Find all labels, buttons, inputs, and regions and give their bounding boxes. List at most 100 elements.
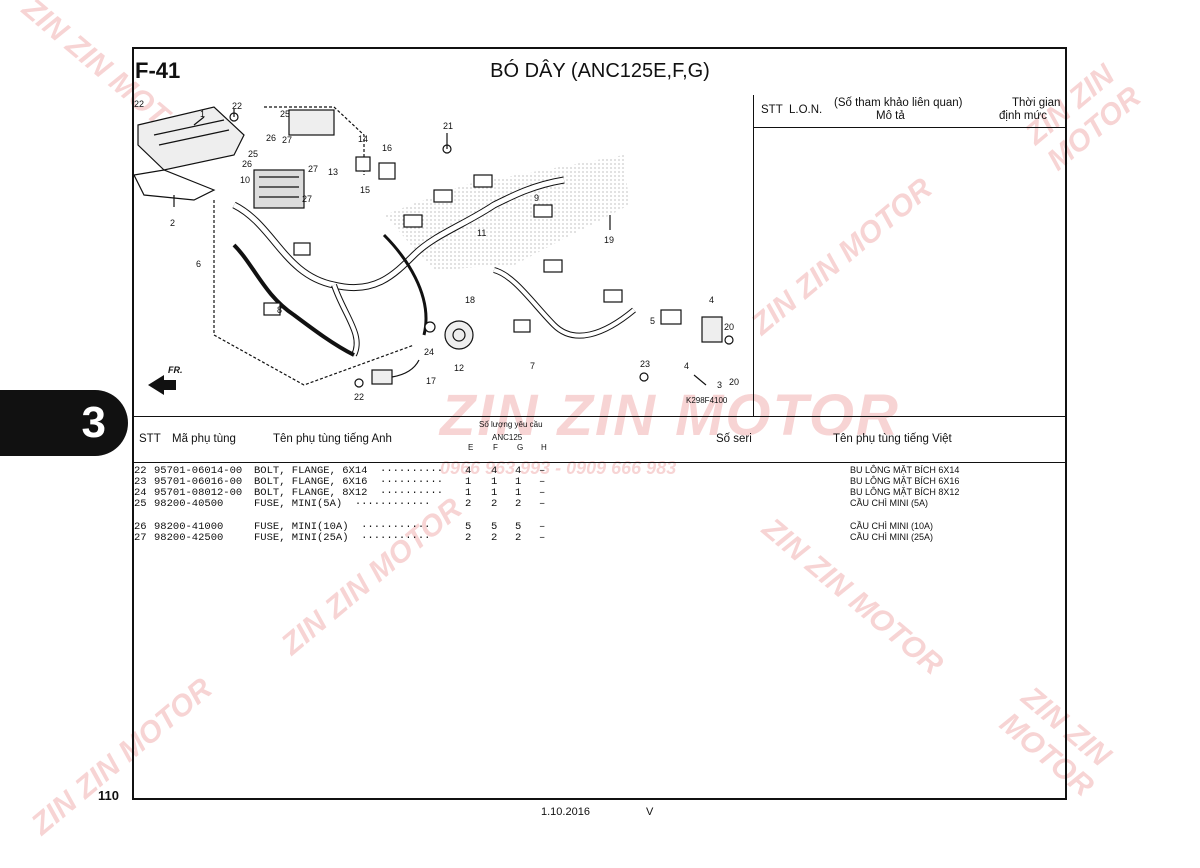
page-title: BÓ DÂY (ANC125E,F,G) — [490, 60, 710, 82]
row-stt: 27 — [134, 532, 147, 544]
row-name-vi: BU LÔNG MẶT BÍCH 8X12 — [850, 487, 960, 497]
reference-panel-header: STT L.O.N. (Số tham khảo liên quan) Mô t… — [754, 95, 1066, 128]
front-arrow-label: FR. — [168, 365, 183, 375]
row-part-number: 95701-06014-00 — [154, 465, 243, 477]
row-qty-g: 1 — [515, 476, 522, 488]
row-qty-f: 5 — [491, 521, 498, 533]
row-qty-e: 1 — [465, 487, 472, 499]
callout-26b: 26 — [242, 159, 252, 169]
col-qty-e: E — [468, 443, 474, 452]
table-row: 23 95701-06016-00 BOLT, FLANGE, 6X16 ···… — [134, 476, 1064, 488]
callout-8: 8 — [277, 305, 282, 315]
row-qty-f: 2 — [491, 532, 498, 544]
callout-7: 7 — [530, 361, 535, 371]
reference-panel: STT L.O.N. (Số tham khảo liên quan) Mô t… — [753, 95, 1066, 417]
row-stt: 24 — [134, 487, 147, 499]
callout-12: 12 — [454, 363, 464, 373]
row-qty-e: 1 — [465, 476, 472, 488]
callout-23: 23 — [640, 359, 650, 369]
table-header-divider — [134, 462, 1065, 463]
table-row: 26 98200-41000 FUSE, MINI(10A) ·········… — [134, 521, 1064, 533]
col-stt: STT — [139, 433, 161, 445]
row-part-number: 98200-41000 — [154, 521, 224, 533]
callout-21: 21 — [443, 121, 453, 131]
table-top-divider — [134, 416, 1065, 417]
row-qty-h: – — [539, 476, 546, 488]
row-name-en: FUSE, MINI(25A) ··········· — [254, 532, 431, 544]
col-qty-h: H — [541, 443, 547, 452]
ref-desc-label-2: Mô tả — [876, 110, 905, 122]
page-frame — [132, 47, 1067, 800]
callout-10: 10 — [240, 175, 250, 185]
row-qty-h: – — [539, 498, 546, 510]
callout-13: 13 — [328, 167, 338, 177]
table-row: 22 95701-06014-00 BOLT, FLANGE, 6X14 ···… — [134, 465, 1064, 477]
callout-5: 5 — [650, 316, 655, 326]
figure-reference-code: K298F4100 — [686, 396, 728, 405]
footer-version: V — [646, 806, 654, 818]
callout-27b: 27 — [308, 164, 318, 174]
col-name-vi: Tên phụ tùng tiếng Việt — [833, 433, 952, 445]
row-stt: 22 — [134, 465, 147, 477]
page-number: 110 — [98, 788, 119, 803]
row-qty-f: 4 — [491, 465, 498, 477]
col-qty-g: G — [517, 443, 524, 452]
row-part-number: 98200-42500 — [154, 532, 224, 544]
row-stt: 23 — [134, 476, 147, 488]
row-part-number: 95701-08012-00 — [154, 487, 243, 499]
row-stt: 25 — [134, 498, 147, 510]
callout-26a: 26 — [266, 133, 276, 143]
callout-19: 19 — [604, 235, 614, 245]
callout-16: 16 — [382, 143, 392, 153]
callout-1: 1 — [200, 109, 205, 119]
callout-20a: 20 — [724, 322, 734, 332]
ref-desc-label-1: (Số tham khảo liên quan) — [834, 97, 963, 109]
watermark-phone-center: 0966 963 993 - 0909 666 983 — [440, 458, 677, 478]
table-row: 27 98200-42500 FUSE, MINI(25A) ·········… — [134, 532, 1064, 544]
callout-3: 3 — [717, 380, 722, 390]
row-qty-g: 1 — [515, 487, 522, 499]
callout-22c: 22 — [354, 392, 364, 402]
ref-time-label-1: Thời gian — [1012, 97, 1061, 109]
col-part-number: Mã phụ tùng — [172, 433, 236, 445]
callout-11: 11 — [477, 228, 486, 238]
row-name-en: BOLT, FLANGE, 6X16 ·········· — [254, 476, 444, 488]
row-qty-h: – — [539, 521, 546, 533]
ref-stt-label: STT — [761, 104, 783, 116]
row-qty-e: 5 — [465, 521, 472, 533]
callout-17: 17 — [426, 376, 436, 386]
callout-18: 18 — [465, 295, 475, 305]
callout-15: 15 — [360, 185, 370, 195]
row-qty-f: 1 — [491, 487, 498, 499]
row-name-vi: CẦU CHÌ MINI (25A) — [850, 532, 934, 542]
row-name-vi: CẦU CHÌ MINI (5A) — [850, 498, 929, 508]
col-model: ANC125 — [492, 433, 523, 442]
row-name-en: BOLT, FLANGE, 8X12 ·········· — [254, 487, 444, 499]
callout-25b: 25 — [248, 149, 258, 159]
row-name-vi: BU LÔNG MẶT BÍCH 6X14 — [850, 465, 960, 475]
ref-lon-label: L.O.N. — [789, 104, 823, 116]
col-qty-f: F — [493, 443, 498, 452]
row-qty-h: – — [539, 487, 546, 499]
row-qty-e: 4 — [465, 465, 472, 477]
row-qty-f: 1 — [491, 476, 498, 488]
row-name-vi: BU LÔNG MẶT BÍCH 6X16 — [850, 476, 960, 486]
callout-20b: 20 — [729, 377, 739, 387]
watermark-brand-center: ZIN ZIN MOTOR — [440, 383, 900, 448]
row-qty-g: 2 — [515, 532, 522, 544]
callout-24: 24 — [424, 347, 434, 357]
row-part-number: 95701-06016-00 — [154, 476, 243, 488]
callout-22a: 22 — [134, 99, 144, 109]
ref-time-label-2: định mức — [999, 110, 1047, 122]
callout-25a: 25 — [280, 109, 290, 119]
callout-4a: 4 — [709, 295, 714, 305]
row-qty-g: 2 — [515, 498, 522, 510]
callout-2: 2 — [170, 218, 175, 228]
callout-22b: 22 — [232, 101, 242, 111]
col-serial: Số seri — [716, 433, 752, 445]
chapter-tab-number: 3 — [81, 398, 106, 447]
callout-4b: 4 — [684, 361, 689, 371]
callout-6: 6 — [196, 259, 201, 269]
col-name-en: Tên phụ tùng tiếng Anh — [273, 433, 392, 445]
wiring-harness-diagram: 22 1 22 25 14 26 27 25 26 16 27 13 10 15… — [134, 99, 739, 402]
